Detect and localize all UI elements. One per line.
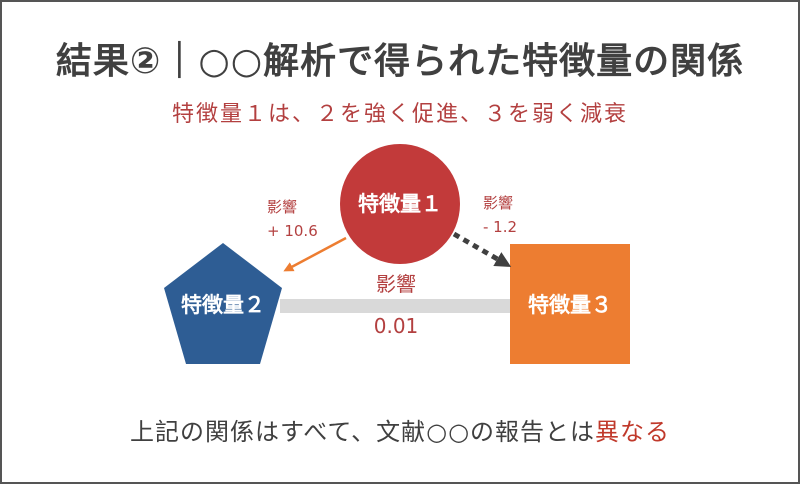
edge-f2-f3-bar	[280, 299, 512, 313]
node-f2-pentagon	[164, 243, 282, 364]
edge-f1-f2-arrow	[283, 236, 347, 272]
slide-footer: 上記の関係はすべて、文献○○の報告とは異なる	[2, 412, 798, 447]
edge-f1-f2-label-line1: 影響	[267, 198, 297, 216]
edge-f2-f3-label-line1: 影響	[376, 272, 416, 296]
edge-f1-f3-arrow	[452, 231, 512, 267]
footer-highlight: 異なる	[595, 418, 671, 446]
slide-subtitle: 特徴量１は、２を強く促進、３を弱く減衰	[171, 102, 628, 127]
edge-f2-f3-label-line2: 0.01	[374, 314, 419, 338]
node-f3-label: 特徴量３	[528, 293, 612, 317]
node-f2-label: 特徴量２	[181, 293, 265, 317]
footer-text: 上記の関係はすべて、文献○○の報告とは	[129, 418, 596, 446]
slide-title: 結果②｜○○解析で得られた特徴量の関係	[55, 41, 745, 82]
edge-f1-f3-label-line2: - 1.2	[483, 218, 517, 236]
node-f1-label: 特徴量１	[358, 192, 442, 216]
edge-f1-f3-label-line1: 影響	[483, 194, 513, 212]
node-f1-circle	[340, 144, 460, 264]
node-f3-square	[510, 244, 630, 364]
edge-f1-f2-label-line2: + 10.6	[267, 222, 318, 240]
